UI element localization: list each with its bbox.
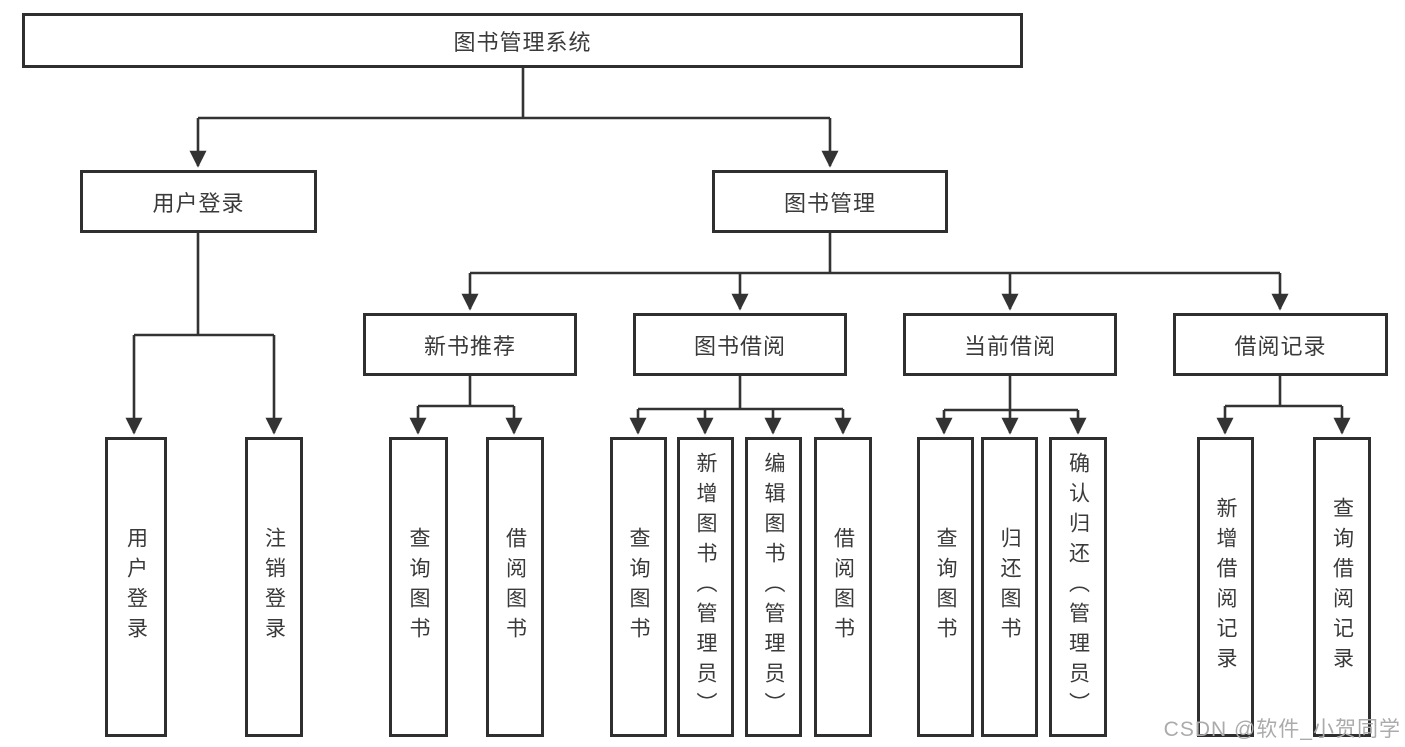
node-label: 新增借阅记录 [1214,497,1237,677]
node-label: 新书推荐 [423,333,516,359]
node-label: 归还图书 [998,527,1021,647]
leaf-add-book-admin: 新增图书（管理员） [677,437,734,737]
leaf-query-books-recommend: 查询图书 [389,437,448,737]
node-label: 图书管理系统 [453,29,592,55]
node-label: 查询借阅记录 [1330,497,1354,677]
node-label: 图书借阅 [693,333,786,359]
leaf-confirm-return-admin: 确认归还（管理员） [1049,437,1107,737]
node-label: 新增图书（管理员） [694,452,717,722]
node-label: 注销登录 [262,527,286,647]
leaf-query-borrow-record: 查询借阅记录 [1313,437,1371,737]
node-library-management-system: 图书管理系统 [22,13,1023,68]
node-label: 借阅图书 [831,527,855,647]
leaf-query-books-borrowing: 查询图书 [610,437,667,737]
node-book-management: 图书管理 [712,170,948,233]
leaf-borrow-books-borrowing: 借阅图书 [814,437,872,737]
leaf-borrow-books-recommend: 借阅图书 [486,437,544,737]
node-label: 编辑图书（管理员） [762,452,785,722]
node-label: 查询图书 [934,527,957,647]
node-label: 用户登录 [152,190,245,216]
node-current-borrowing: 当前借阅 [903,313,1117,376]
node-new-book-recommend: 新书推荐 [363,313,577,376]
node-label: 图书管理 [783,190,876,216]
leaf-logout: 注销登录 [245,437,303,737]
leaf-add-borrow-record: 新增借阅记录 [1197,437,1254,737]
node-label: 用户登录 [124,527,148,647]
node-label: 查询图书 [407,527,430,647]
leaf-edit-book-admin: 编辑图书（管理员） [745,437,802,737]
leaf-return-book: 归还图书 [981,437,1038,737]
node-book-borrowing: 图书借阅 [633,313,847,376]
node-label: 借阅记录 [1234,333,1327,359]
leaf-query-books-current: 查询图书 [917,437,974,737]
node-label: 查询图书 [627,527,650,647]
node-label: 当前借阅 [963,333,1056,359]
csdn-watermark: CSDN @软件_小贺同学 [1163,718,1401,741]
node-user-login: 用户登录 [80,170,317,233]
node-label: 确认归还（管理员） [1066,452,1090,722]
leaf-user-login: 用户登录 [105,437,167,737]
node-label: 借阅图书 [503,527,527,647]
node-borrowing-records: 借阅记录 [1173,313,1388,376]
